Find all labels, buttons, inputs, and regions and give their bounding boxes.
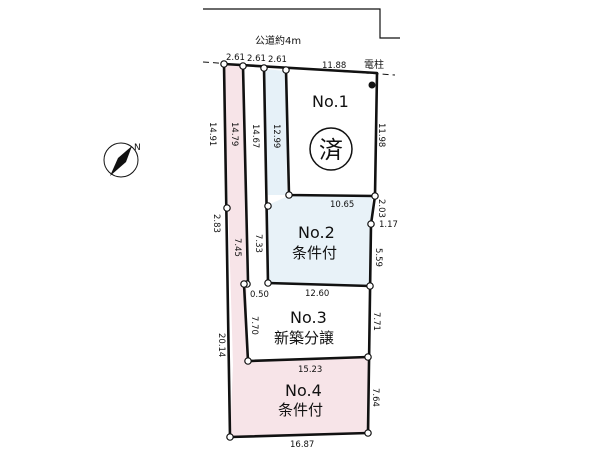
lot-1-number: No.1 [312, 92, 349, 111]
compass: N [103, 142, 141, 178]
compass-ring [103, 142, 139, 178]
dim-top-d: 11.88 [322, 61, 346, 71]
access-strip-outer [224, 64, 248, 365]
utility-pole-icon [368, 81, 376, 89]
dim-jog: 0.50 [250, 290, 269, 300]
dim-line1-upper: 14.91 [207, 122, 217, 146]
boundary-marker [264, 279, 272, 287]
boundary-marker [240, 280, 248, 288]
dim-line1-lower: 20.14 [216, 333, 226, 357]
dim-step-b: 1.17 [379, 220, 398, 230]
dim-lot3-east: 7.71 [371, 312, 381, 331]
utility-pole-label: 電柱 [364, 58, 384, 71]
dim-line2-upper: 14.79 [229, 122, 239, 146]
dim-lot4-south: 16.87 [290, 440, 314, 450]
boundary-marker [285, 191, 293, 199]
dim-lot1-east: 11.98 [376, 123, 386, 147]
dim-top-c: 2.61 [268, 55, 287, 65]
lot-2-area [268, 196, 372, 287]
boundary-marker [260, 64, 268, 72]
dim-lot4-east: 7.64 [370, 388, 380, 407]
boundary-marker [364, 429, 372, 437]
boundary-marker [367, 220, 375, 228]
lot-1-status: 済 [319, 136, 343, 164]
dim-step-a: 2.03 [376, 199, 386, 218]
boundary-marker [226, 433, 234, 441]
dim-line3-upper: 14.67 [250, 124, 260, 148]
road-boundary [203, 8, 400, 39]
boundary-marker [264, 202, 272, 210]
boundary-markers [220, 60, 379, 441]
lot-2-number: No.2 [298, 223, 335, 242]
boundary-marker [220, 60, 228, 68]
north-arrow-icon [110, 146, 132, 176]
dim-lot1-south: 10.65 [330, 200, 354, 210]
boundary-marker [364, 353, 372, 361]
compass-label: N [134, 143, 141, 153]
dim-line2-lower: 7.70 [249, 316, 259, 335]
lot-4-number: No.4 [285, 381, 322, 400]
boundary-marker [282, 66, 290, 74]
road-label: 公道約4m [255, 34, 301, 47]
lot-4-status: 条件付 [278, 401, 323, 419]
lot-4-area [230, 357, 370, 437]
boundary-marker [223, 204, 231, 212]
dim-line2-mid: 7.45 [232, 238, 242, 257]
lot-3-number: No.3 [290, 308, 327, 327]
dim-line3-mid: 7.33 [253, 234, 263, 253]
dim-lot2-east: 5.59 [373, 248, 383, 267]
dim-top-b: 2.61 [247, 54, 266, 64]
dim-lot1-west: 12.99 [271, 124, 281, 148]
access-strip-inner [264, 69, 287, 195]
boundary-marker [371, 192, 379, 200]
dim-line1-mid: 2.83 [211, 214, 221, 233]
dim-top-a: 2.61 [226, 53, 245, 63]
boundary-marker [239, 62, 247, 70]
lot-3-status: 新築分譲 [274, 329, 334, 347]
boundary-marker [366, 282, 374, 290]
boundary-marker [244, 357, 252, 365]
sold-badge-circle [309, 127, 353, 171]
lot-2-status: 条件付 [292, 244, 337, 262]
dim-lot2-south: 12.60 [305, 289, 329, 299]
dim-lot3-south: 15.23 [298, 365, 322, 375]
